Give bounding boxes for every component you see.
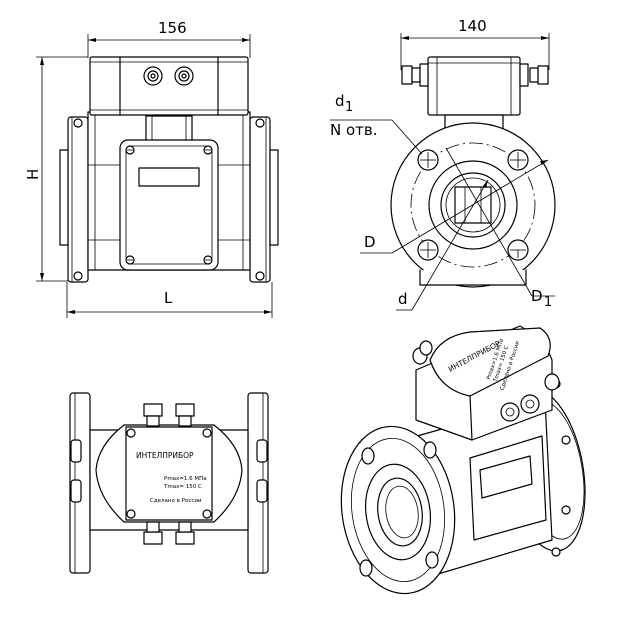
screw-icon xyxy=(125,255,135,265)
cable-gland-icon xyxy=(174,66,194,86)
label-bolt-circle: D xyxy=(531,287,543,305)
dimension-length-label: L xyxy=(164,289,173,307)
isometric-view: ИНТЕЛПРИБОР Pmax=1.6 МПа Tmax= 150 С Сде… xyxy=(340,325,586,595)
left-flange xyxy=(67,116,89,283)
right-flange-rim xyxy=(269,149,279,246)
screw-icon xyxy=(126,428,212,519)
dimension-height-label: H xyxy=(24,169,42,180)
dimension-140-label: 140 xyxy=(458,17,487,35)
flange-bolt-icon xyxy=(73,271,83,281)
terminal-box xyxy=(89,56,249,116)
nameplate-pmax: Pmax=1.6 МПа xyxy=(164,476,207,482)
bolt-hole-icon xyxy=(359,441,439,577)
leader-bore: d xyxy=(396,179,489,311)
iso-display-window xyxy=(479,455,533,499)
nameplate-brand: ИНТЕЛПРИБОР xyxy=(136,451,194,460)
neck xyxy=(145,115,193,143)
nameplate-tmax: Tmax= 150 С xyxy=(163,484,202,490)
cable-gland-icon xyxy=(412,340,433,365)
right-flange xyxy=(249,116,271,283)
leader-bolt-hole: d 1 N отв. xyxy=(330,92,423,155)
dimension-length: L xyxy=(66,282,273,318)
label-bore: d xyxy=(398,290,408,308)
dimension-156-label: 156 xyxy=(158,19,187,37)
front-view: 156 H L xyxy=(24,19,279,318)
label-bolt-hole-dia: d xyxy=(335,92,345,110)
flange-foot xyxy=(419,269,527,286)
cable-gland-icon xyxy=(544,373,560,391)
cable-gland-icon xyxy=(519,63,549,87)
display-window xyxy=(138,167,200,187)
side-terminal-box xyxy=(427,56,521,116)
leader-bolt-circle: D 1 xyxy=(445,147,555,310)
dimension-156: 156 xyxy=(87,19,251,58)
flange-bolt-icon xyxy=(255,271,265,281)
leader-flange-dia: D xyxy=(360,159,549,254)
electronics-box xyxy=(119,139,219,271)
cable-gland-icon xyxy=(143,66,163,86)
screw-icon xyxy=(125,145,135,155)
label-holes-count: N отв. xyxy=(330,121,378,139)
top-cover xyxy=(125,426,213,521)
dimension-height: H xyxy=(24,56,88,282)
iso-housing-top xyxy=(429,327,551,397)
label-flange-dia: D xyxy=(364,233,376,251)
iso-bore xyxy=(377,477,423,547)
side-view: 140 xyxy=(330,17,556,311)
cable-gland-icon xyxy=(500,394,540,422)
label-bolt-circle-sub: 1 xyxy=(544,295,552,310)
flange-bolt-icon xyxy=(255,118,265,128)
left-flange-rim xyxy=(59,149,69,246)
label-bolt-hole-sub: 1 xyxy=(345,100,353,115)
cable-gland-icon xyxy=(143,521,195,545)
top-view: ИНТЕЛПРИБОР Pmax=1.6 МПа Tmax= 150 С Сде… xyxy=(69,392,269,574)
flange-bolt-icon xyxy=(73,118,83,128)
flange-bolt-icon xyxy=(70,439,268,503)
dimension-140: 140 xyxy=(400,17,550,70)
cable-gland-icon xyxy=(143,403,195,427)
nameplate-origin: Сделано в России xyxy=(150,498,202,504)
cable-gland-icon xyxy=(401,63,429,87)
screw-icon xyxy=(203,145,213,155)
screw-icon xyxy=(203,255,213,265)
